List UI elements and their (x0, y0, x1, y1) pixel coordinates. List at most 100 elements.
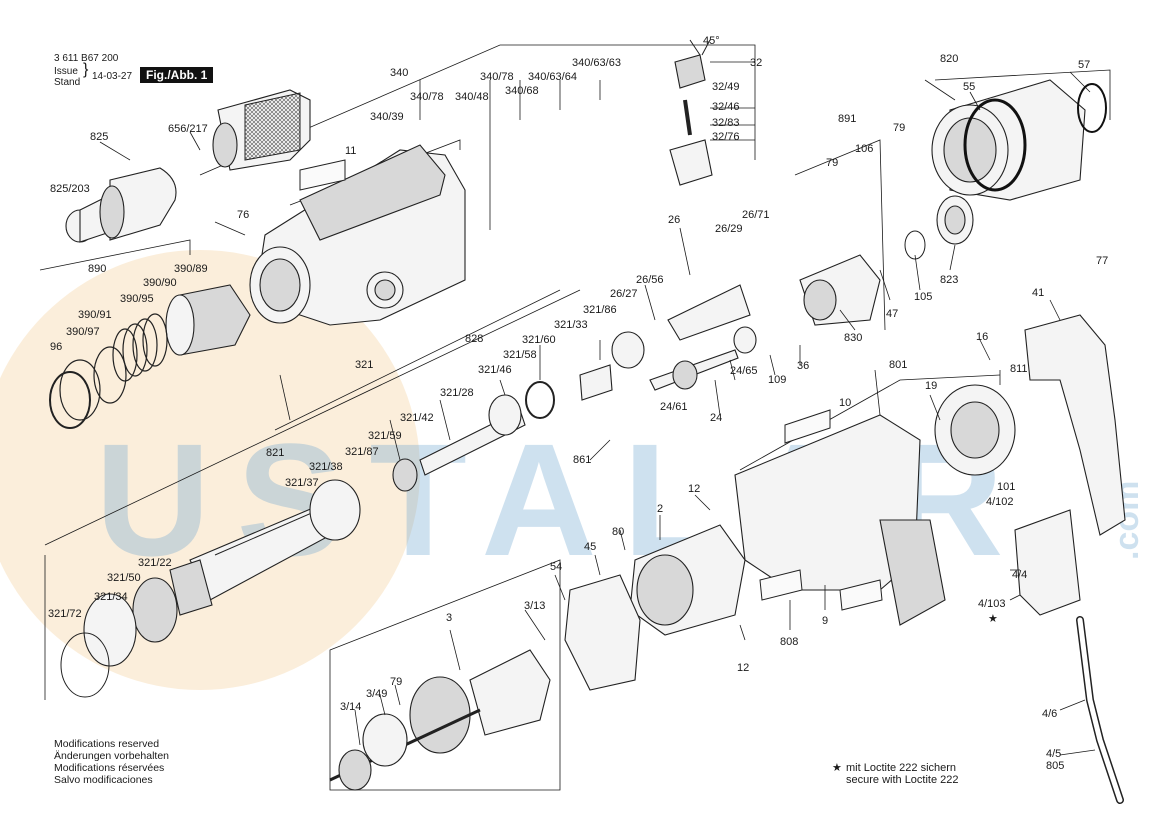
part-label: 16 (976, 331, 988, 343)
part-label: 24/61 (660, 401, 688, 413)
part-label: 96 (50, 341, 62, 353)
part-label: 32 (750, 57, 762, 69)
part-label: 820 (940, 53, 958, 65)
part-label: 45 (584, 541, 596, 553)
star-icon: ★ (988, 613, 998, 625)
note-fr: Modifications réservées (54, 762, 165, 774)
angle-label: 45° (703, 35, 720, 47)
part-label: 32/46 (712, 101, 740, 113)
part-label: 828 (465, 333, 483, 345)
part-label: 811 (1010, 363, 1028, 375)
part-label: 32/83 (712, 117, 740, 129)
watermark (0, 250, 420, 690)
part-label: 9 (822, 615, 828, 627)
part-label: 79 (826, 157, 838, 169)
part-label: 3 (446, 612, 452, 624)
crank-830 (799, 254, 881, 326)
part-label: 321/72 (48, 608, 82, 620)
stand-label: Stand (54, 77, 81, 88)
part-label: 321/34 (94, 591, 128, 603)
part-label: 321/86 (583, 304, 617, 316)
part-label: 109 (768, 374, 786, 386)
part-label: 321/37 (285, 477, 319, 489)
modifications-notes: Modifications reserved Änderungen vorbeh… (54, 738, 169, 786)
part-label: 321/58 (503, 349, 537, 361)
part-label: 821 (266, 447, 284, 459)
switch-4 (1014, 509, 1081, 616)
part-label: 26/29 (715, 223, 743, 235)
part-label: 26/27 (610, 288, 638, 300)
part-label: 101 (997, 481, 1015, 493)
brush-holder-19 (934, 384, 1016, 476)
part-label: 4/102 (986, 496, 1014, 508)
part-label: 41 (1032, 287, 1044, 299)
part-label: 79 (893, 122, 905, 134)
part-label: 340/63/63 (572, 57, 621, 69)
issue-date: 14-03-27 (92, 71, 133, 82)
part-label: 390/97 (66, 326, 100, 338)
part-label: 106 (855, 143, 873, 155)
watermark-sun (0, 250, 420, 690)
part-label: 54 (550, 561, 562, 573)
intermediate-shaft-24 (649, 326, 757, 391)
part-label: 36 (797, 360, 809, 372)
cable-805 (1076, 616, 1124, 804)
loctite-note-de: mit Loctite 222 sichern (846, 762, 956, 774)
part-label: 24 (710, 412, 722, 424)
sleeve-assembly-390 (49, 284, 251, 429)
handle-41 (1024, 314, 1126, 536)
part-label: 32/49 (712, 81, 740, 93)
part-label: 390/89 (174, 263, 208, 275)
fan-guide-45 (564, 574, 641, 691)
part-label: 12 (688, 483, 700, 495)
selector-knob-32 (669, 39, 713, 186)
armature-3 (329, 649, 551, 791)
star-icon: ★ (832, 762, 842, 774)
part-label: 340/63/64 (528, 71, 577, 83)
part-label: 77 (1096, 255, 1108, 267)
part-label: 47 (886, 308, 898, 320)
issue-label: Issue (54, 66, 78, 77)
part-label: 340/78 (480, 71, 514, 83)
part-label: 19 (925, 380, 937, 392)
loctite-note-en: secure with Loctite 222 (846, 774, 959, 786)
part-label: 4/103 (978, 598, 1006, 610)
part-label: 861 (573, 454, 591, 466)
part-label: 26 (668, 214, 680, 226)
part-label: 321/22 (138, 557, 172, 569)
part-label: 321/33 (554, 319, 588, 331)
part-label: 76 (237, 209, 249, 221)
part-label: 3/49 (366, 688, 387, 700)
motor-housing-10 (734, 414, 946, 626)
part-label: 4/5 (1046, 748, 1061, 760)
part-label: 340/68 (505, 85, 539, 97)
part-label: 2 (657, 503, 663, 515)
part-label: 55 (963, 81, 975, 93)
part-label: 808 (780, 636, 798, 648)
part-label: 11 (345, 145, 356, 157)
gear-823 (904, 195, 974, 260)
doc-number: 3 611 B67 200 (54, 53, 119, 64)
hammer-tube-321 (60, 479, 361, 698)
chuck-825 (65, 167, 177, 243)
part-label: 105 (914, 291, 932, 303)
part-label: 340/78 (410, 91, 444, 103)
part-label: 32/76 (712, 131, 740, 143)
part-label: 24/65 (730, 365, 758, 377)
part-label: 79 (390, 676, 402, 688)
part-label: 4/6 (1042, 708, 1057, 720)
part-label: 656/217 (168, 123, 208, 135)
housing-820 (931, 79, 1107, 201)
note-en: Modifications reserved (54, 738, 160, 750)
part-label: 12 (737, 662, 749, 674)
field-2 (629, 524, 746, 636)
part-label: 823 (940, 274, 958, 286)
part-label: 321/60 (522, 334, 556, 346)
part-label: 825/203 (50, 183, 90, 195)
part-label: 340/48 (455, 91, 489, 103)
part-label: 830 (844, 332, 862, 344)
leader-lines (99, 61, 1096, 756)
part-label: 26/56 (636, 274, 664, 286)
part-label: 891 (838, 113, 856, 125)
